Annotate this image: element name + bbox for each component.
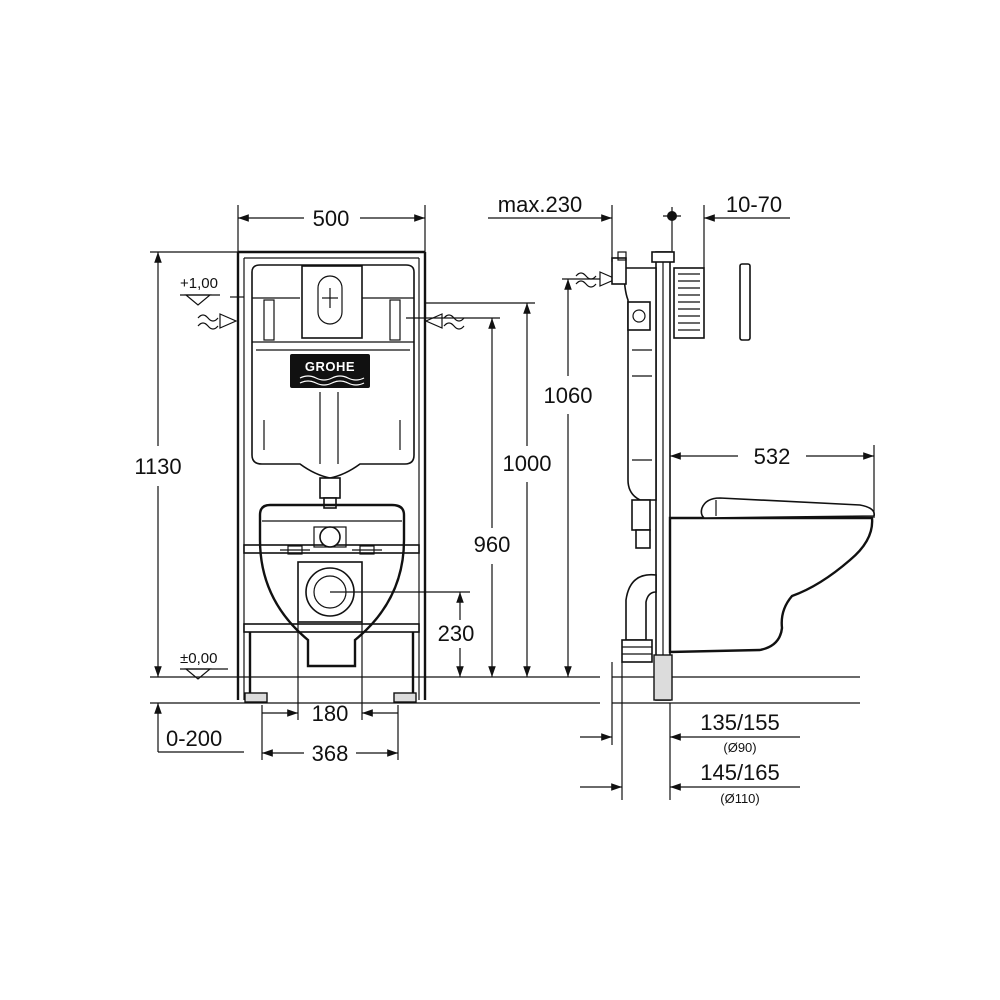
- bolt-spacing-value: 180: [312, 701, 349, 726]
- center-mark: [663, 207, 681, 252]
- height-total-value: 1130: [134, 454, 181, 479]
- dim-outlet-center: 230: [330, 591, 475, 677]
- dim-inlet-1060: 1060: [544, 278, 600, 677]
- level-top-label: +1,00: [180, 275, 218, 292]
- drain-90-dia: (Ø90): [723, 740, 756, 755]
- level-marker-top: +1,00: [180, 275, 244, 306]
- level-marker-floor: ±0,00: [180, 650, 228, 680]
- drain-90-value: 135/155: [700, 710, 780, 735]
- dim-bowl-depth: 532: [670, 444, 875, 518]
- installation-frame: [236, 250, 427, 703]
- front-view: GROHE: [134, 205, 600, 766]
- inlet-1000-value: 1000: [503, 451, 552, 476]
- dim-outlet-960: 960: [406, 317, 511, 677]
- drain-elbow: [611, 573, 657, 800]
- dim-bolt-spacing: 180: [262, 622, 398, 726]
- side-cistern: [623, 267, 657, 549]
- side-seat: [700, 497, 876, 519]
- bowl-depth-value: 532: [754, 444, 791, 469]
- outlet-960-value: 960: [474, 532, 511, 557]
- dim-drain-110: 145/165 (Ø110): [580, 760, 800, 806]
- dim-height-total: 1130: [134, 251, 238, 677]
- dim-width: 500: [237, 205, 426, 252]
- side-view: max.230 10-70 1060 532 135/155: [488, 192, 876, 806]
- side-flush-plate: [739, 263, 751, 341]
- dim-drain-90: 135/155 (Ø90): [580, 703, 800, 800]
- side-frame: [651, 251, 675, 701]
- dim-max-offset: max.230: [488, 192, 613, 262]
- flush-button: [317, 275, 343, 325]
- brand-logo-text: GROHE: [305, 359, 355, 374]
- level-floor-label: ±0,00: [180, 650, 217, 667]
- bolt-outer-value: 368: [312, 741, 349, 766]
- left-foot: [244, 692, 268, 703]
- side-water-inlet: [575, 251, 627, 288]
- side-wall-panel: [673, 263, 751, 341]
- outlet-center-value: 230: [438, 621, 475, 646]
- wc-bowl-front: [258, 503, 406, 668]
- wc-bowl-side: [668, 497, 876, 654]
- width-value: 500: [313, 206, 350, 231]
- drain-110-value: 145/165: [700, 760, 780, 785]
- dim-leg-adjust: 0-200: [154, 703, 244, 753]
- dim-wall-range: 10-70: [703, 192, 790, 268]
- inlet-1060-value: 1060: [544, 383, 593, 408]
- water-inlet-left: [197, 313, 238, 330]
- dim-inlet-1000: 1000: [425, 302, 552, 677]
- flush-plate: [301, 265, 363, 339]
- wall-range-value: 10-70: [726, 192, 782, 217]
- cistern: GROHE: [251, 264, 415, 509]
- right-foot: [393, 692, 417, 703]
- max-offset-value: max.230: [498, 192, 582, 217]
- side-valve: [627, 301, 651, 331]
- leg-adjust-value: 0-200: [166, 726, 222, 751]
- water-inlet-right: [424, 313, 465, 330]
- drain-110-dia: (Ø110): [720, 791, 760, 806]
- dim-bolt-outer: 368: [261, 705, 399, 766]
